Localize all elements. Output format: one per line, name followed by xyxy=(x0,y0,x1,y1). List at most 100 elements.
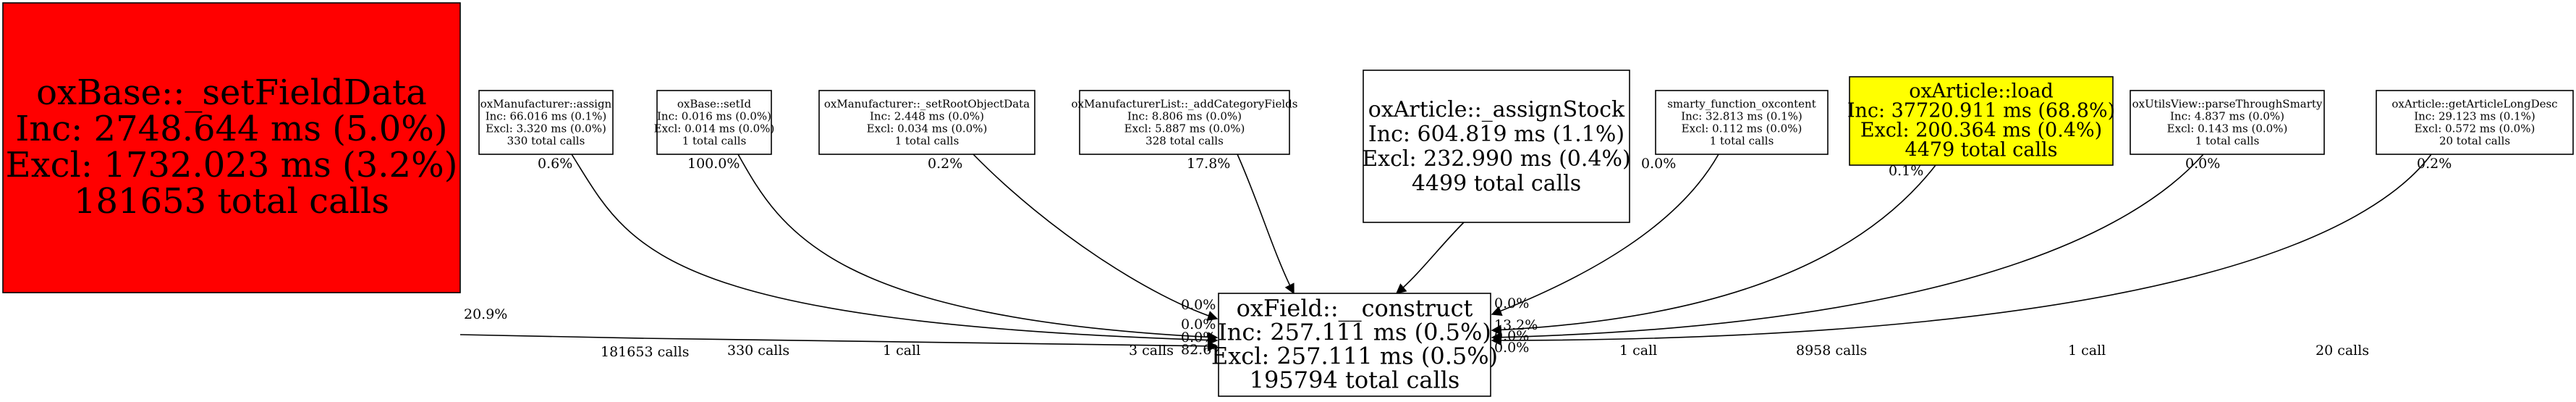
edge-line[interactable] xyxy=(571,154,1219,346)
inclusive-time: Inc: 37720.911 ms (68.8%) xyxy=(1847,100,2115,122)
exclusive-time: Excl: 0.112 ms (0.0%) xyxy=(1682,122,1802,135)
edge-tail-percent: 0.1% xyxy=(1889,163,1923,179)
edge-line[interactable] xyxy=(1395,222,1465,294)
function-name: oxManufacturerList::_addCategoryFields xyxy=(1072,98,1298,111)
edge-line[interactable] xyxy=(459,334,1219,352)
function-name: oxManufacturer::assign xyxy=(480,98,612,111)
edge-call-count-label: 20 calls xyxy=(2316,343,2369,359)
total-calls: 195794 total calls xyxy=(1250,366,1460,393)
inclusive-time: Inc: 0.016 ms (0.0%) xyxy=(657,110,771,123)
call-edge[interactable]: 1 call 0.0% 0.0% xyxy=(1491,154,1719,359)
total-calls: 1 total calls xyxy=(895,135,959,148)
edge-line[interactable] xyxy=(737,154,1219,343)
exclusive-time: Excl: 0.572 ms (0.0%) xyxy=(2415,122,2535,135)
inclusive-time: Inc: 4.837 ms (0.0%) xyxy=(2170,110,2284,123)
edge-tail-percent: 0.0% xyxy=(1641,156,1676,172)
function-node-box[interactable] xyxy=(478,90,614,155)
function-name: oxField::__construct xyxy=(1237,294,1473,322)
edge-call-count-label: 1 call xyxy=(883,343,920,359)
edge-head-percent: 0.0% xyxy=(1181,330,1216,346)
exclusive-time: Excl: 1732.023 ms (3.2%) xyxy=(6,145,458,185)
edge-line[interactable] xyxy=(1491,154,2432,346)
total-calls: 328 total calls xyxy=(1145,135,1224,148)
exclusive-time: Excl: 232.990 ms (0.4%) xyxy=(1362,146,1630,172)
inclusive-time: Inc: 604.819 ms (1.1%) xyxy=(1368,122,1624,147)
edge-tail-percent: 0.2% xyxy=(2417,156,2452,172)
edge-head-percent: 0.0% xyxy=(1181,297,1216,313)
exclusive-time: Excl: 200.364 ms (0.4%) xyxy=(1860,120,2102,142)
inclusive-time: Inc: 2.448 ms (0.0%) xyxy=(870,110,984,123)
function-node-box[interactable] xyxy=(1218,293,1491,397)
edge-line[interactable] xyxy=(1491,164,1936,335)
edge-call-count-label: 330 calls xyxy=(727,343,789,359)
call-edge[interactable]: 8958 calls 0.1% 13.2% xyxy=(1491,163,1936,359)
exclusive-time: Excl: 257.111 ms (0.5%) xyxy=(1211,342,1498,369)
edge-line[interactable] xyxy=(1491,154,2204,343)
edge-line[interactable] xyxy=(1491,154,1719,316)
function-node-box[interactable] xyxy=(1079,90,1290,155)
edge-head-percent: 13.2% xyxy=(1494,317,1538,333)
total-calls: 20 total calls xyxy=(2439,135,2510,148)
edge-tail-percent: 0.2% xyxy=(928,156,962,172)
total-calls: 1 total calls xyxy=(1710,135,1774,148)
inclusive-time: Inc: 66.016 ms (0.1%) xyxy=(486,110,607,123)
exclusive-time: Excl: 3.320 ms (0.0%) xyxy=(486,122,606,135)
edge-call-count-label: 1 call xyxy=(2068,343,2106,359)
function-node-box[interactable] xyxy=(1363,70,1630,223)
function-name: oxArticle::_assignStock xyxy=(1368,97,1625,122)
edge-tail-percent: 17.8% xyxy=(1187,156,1230,172)
edge-tail-percent: 20.9% xyxy=(464,306,507,322)
edge-head-percent: 82.6% xyxy=(1181,342,1224,358)
exclusive-time: Excl: 0.034 ms (0.0%) xyxy=(867,122,988,135)
function-node-box[interactable] xyxy=(1655,90,1829,155)
function-node-box[interactable] xyxy=(2,2,461,293)
edge-call-count-label: 8958 calls xyxy=(1796,343,1867,359)
function-name: smarty_function_oxcontent xyxy=(1667,98,1816,111)
function-name: oxBase::setId xyxy=(677,98,752,111)
function-node-box[interactable] xyxy=(818,90,1035,155)
total-calls: 4499 total calls xyxy=(1412,171,1581,196)
edge-head-percent: 0.0% xyxy=(1181,317,1216,332)
inclusive-time: Inc: 29.123 ms (0.1%) xyxy=(2414,110,2535,123)
function-name: oxArticle::getArticleLongDesc xyxy=(2391,98,2557,111)
function-node-box[interactable] xyxy=(2376,90,2574,155)
edge-tail-percent: 0.0% xyxy=(2185,156,2220,172)
edge-call-count-label: 1 call xyxy=(1619,343,1657,359)
function-node-box[interactable] xyxy=(656,90,772,155)
edge-line[interactable] xyxy=(973,154,1219,321)
function-name: oxUtilsView::parseThroughSmarty xyxy=(2132,98,2323,111)
function-node-box[interactable] xyxy=(1849,76,2114,166)
function-name: oxManufacturer::_setRootObjectData xyxy=(824,98,1030,111)
function-name: oxBase::_setFieldData xyxy=(36,72,427,113)
total-calls: 4479 total calls xyxy=(1905,139,2058,162)
total-calls: 1 total calls xyxy=(682,135,747,148)
function-node-box[interactable] xyxy=(2130,90,2325,155)
call-edge[interactable]: 20 calls 0.2% 0.0% xyxy=(1491,154,2452,359)
total-calls: 330 total calls xyxy=(507,135,585,148)
function-name: oxArticle::load xyxy=(1909,80,2054,103)
edge-head-percent: 0.0% xyxy=(1494,296,1529,311)
exclusive-time: Excl: 5.887 ms (0.0%) xyxy=(1124,122,1245,135)
total-calls: 1 total calls xyxy=(2195,135,2260,148)
edge-line[interactable] xyxy=(1237,154,1295,295)
inclusive-time: Inc: 32.813 ms (0.1%) xyxy=(1681,110,1802,123)
exclusive-time: Excl: 0.143 ms (0.0%) xyxy=(2167,122,2288,135)
function-node[interactable]: oxManufacturerList::_addCategoryFieldsIn… xyxy=(1072,90,1298,155)
